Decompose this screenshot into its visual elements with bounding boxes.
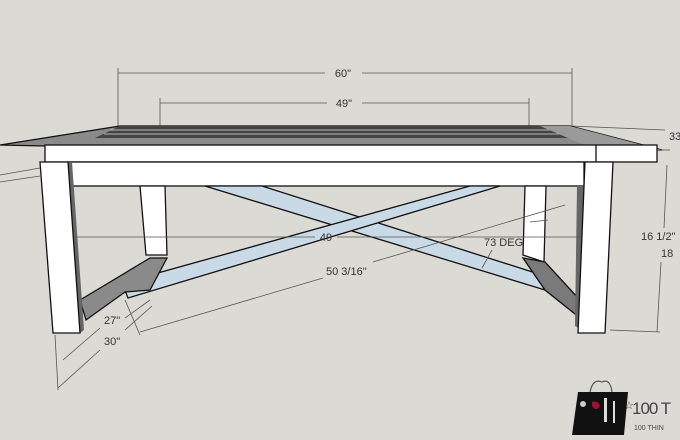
brand-logo: ☆ 100 T 100 THIN — [572, 380, 672, 435]
label-inner-leg-depth: 27" — [104, 315, 120, 327]
back-left-leg — [139, 185, 168, 256]
logo-text-small: 100 THIN — [634, 425, 664, 432]
left-foot-stretcher — [79, 257, 169, 322]
label-height-a: 16 1/2" — [641, 231, 676, 243]
front-right-leg — [575, 161, 614, 334]
dimension-overall-length: 60" — [117, 68, 573, 128]
label-brace-length: 50 3/16" — [326, 266, 367, 278]
label-height-b: 18 — [661, 248, 673, 260]
front-left-leg — [39, 161, 84, 334]
label-stretcher-length: 49 — [320, 232, 332, 244]
label-brace-angle: 73 DEG — [484, 237, 523, 249]
right-foot-stretcher — [521, 257, 581, 320]
x-brace — [121, 185, 546, 299]
label-inner-length: 49" — [336, 98, 352, 110]
label-depth: 33 — [669, 131, 680, 143]
label-overall-length: 60" — [335, 68, 351, 80]
table-top — [0, 125, 663, 163]
dimension-depth: 33 — [0, 125, 680, 183]
apron — [67, 161, 585, 187]
dimension-angle: 73 DEG — [481, 219, 549, 269]
dimension-leg-depth: 27" 30" — [54, 299, 153, 391]
label-outer-leg-depth: 30" — [104, 336, 120, 348]
svg-text:☆: ☆ — [624, 400, 634, 412]
back-right-leg — [522, 185, 547, 263]
dimension-height: 16 1/2" 18 — [609, 149, 676, 333]
dimension-inner-length: 49" — [159, 98, 530, 128]
logo-text-large: 100 T — [632, 399, 671, 418]
dimension-brace-length: 50 3/16" — [124, 204, 566, 336]
